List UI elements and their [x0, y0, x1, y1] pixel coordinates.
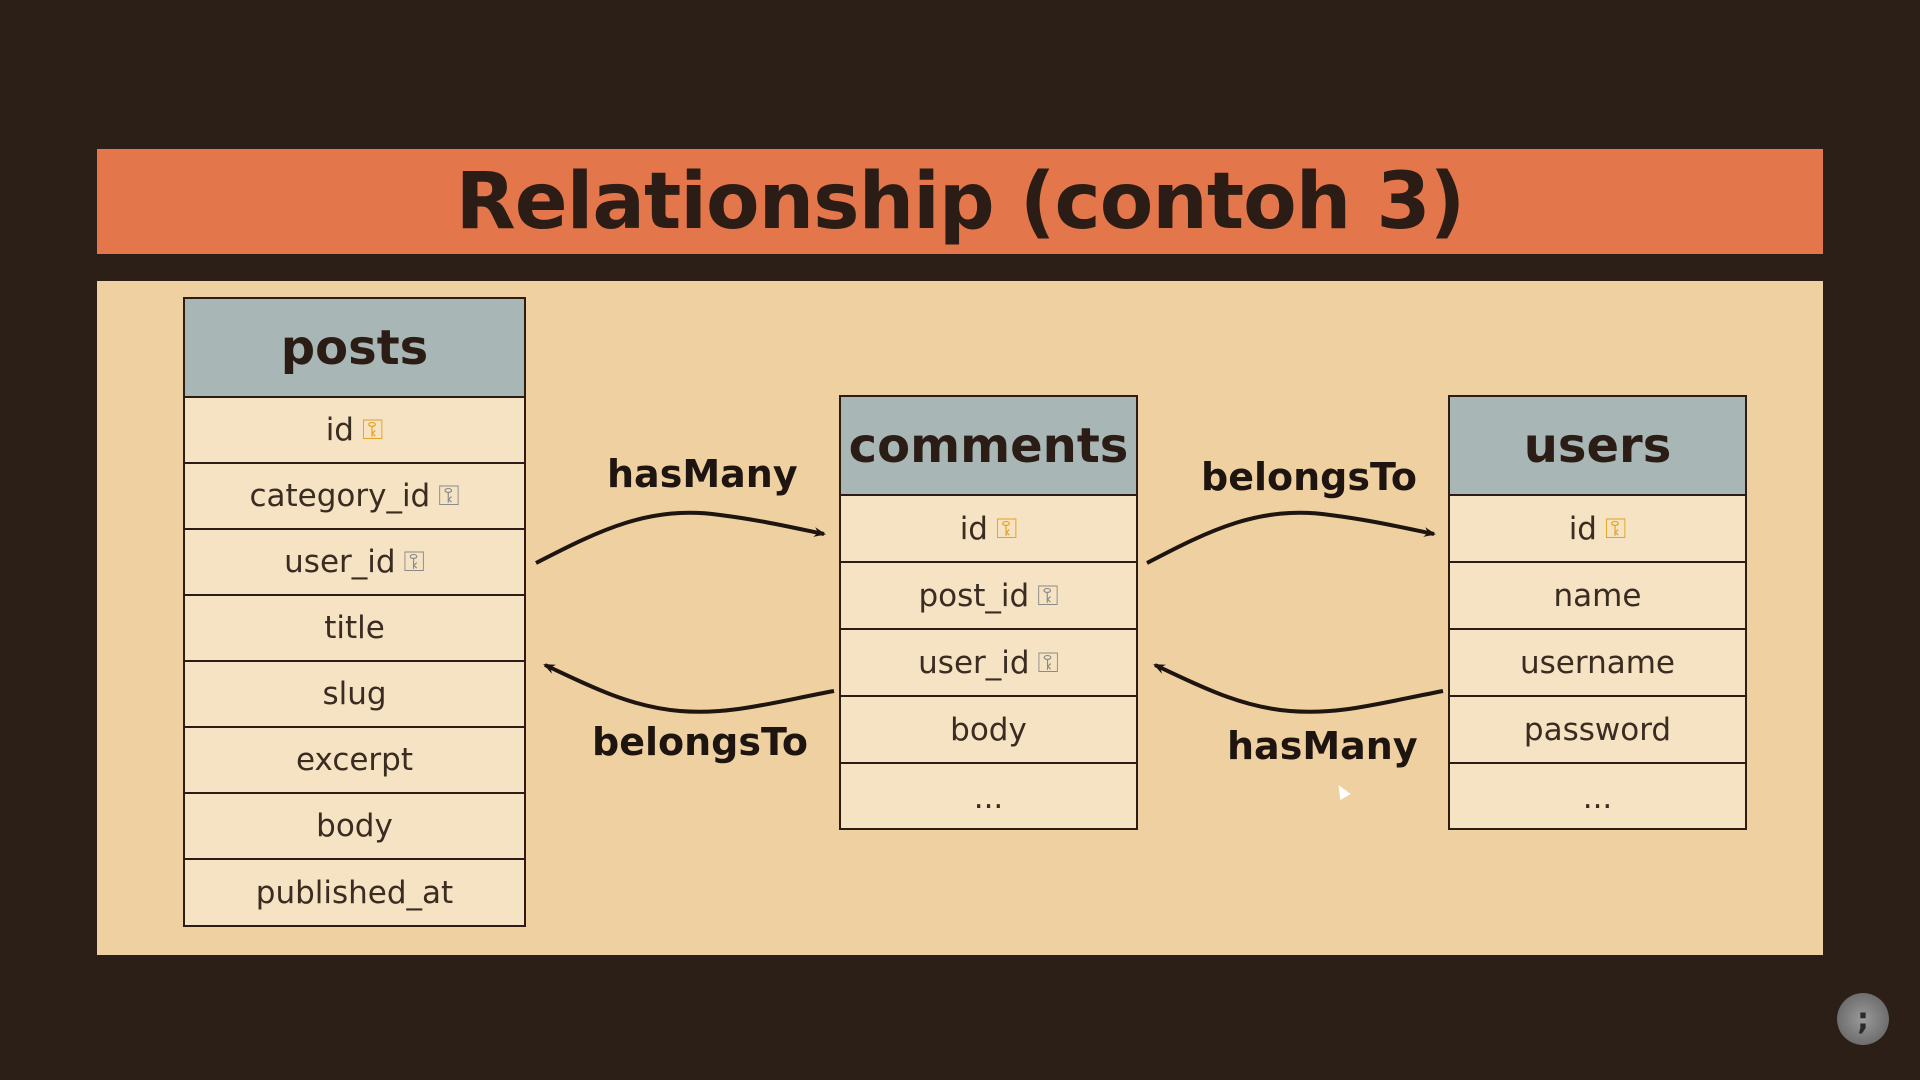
- field-label: category_id: [249, 478, 431, 514]
- field-label: title: [324, 610, 385, 646]
- table-users: users id⚿ name username password...: [1448, 395, 1747, 830]
- key-foreign-icon: ⚿: [403, 545, 425, 578]
- field-label: user_id: [284, 544, 396, 580]
- field-label: user_id: [918, 644, 1030, 681]
- table-comments-fields: id⚿post_id⚿user_id⚿body...: [841, 496, 1136, 831]
- label-posts-hasmany-comments: hasMany: [607, 452, 798, 496]
- slide-title: Relationship (contoh 3): [455, 156, 1466, 247]
- field-label: post_id: [918, 577, 1030, 614]
- table-posts-field-row: user_id⚿: [185, 530, 524, 596]
- field-label: published_at: [255, 875, 454, 911]
- table-posts-field-row: id⚿: [185, 398, 524, 464]
- field-label: id: [1568, 510, 1597, 547]
- key-primary-icon: ⚿: [1604, 511, 1627, 545]
- table-posts-field-row: title: [185, 596, 524, 662]
- label-comments-belongsto-posts: belongsTo: [592, 720, 808, 764]
- table-comments-field-row: post_id⚿: [841, 563, 1136, 630]
- label-comments-belongsto-users: belongsTo: [1201, 455, 1417, 499]
- field-label: body: [950, 711, 1027, 748]
- table-users-field-row: username: [1450, 630, 1745, 697]
- table-posts-field-row: published_at: [185, 860, 524, 926]
- field-label: slug: [322, 676, 387, 712]
- key-foreign-icon: ⚿: [438, 479, 460, 512]
- table-posts-field-row: slug: [185, 662, 524, 728]
- table-comments: comments id⚿post_id⚿user_id⚿body...: [839, 395, 1138, 830]
- key-foreign-icon: ⚿: [1037, 578, 1059, 612]
- table-posts-header: posts: [185, 299, 524, 398]
- table-posts-field-row: excerpt: [185, 728, 524, 794]
- table-comments-field-row: user_id⚿: [841, 630, 1136, 697]
- table-users-field-row: id⚿: [1450, 496, 1745, 563]
- field-label: id: [325, 412, 354, 448]
- field-label: username: [1520, 644, 1675, 681]
- table-users-header: users: [1450, 397, 1745, 496]
- field-label: name: [1553, 577, 1642, 614]
- table-users-field-row: ...: [1450, 764, 1745, 831]
- field-label: password: [1523, 711, 1672, 748]
- table-users-fields: id⚿ name username password...: [1450, 496, 1745, 831]
- field-label: ...: [973, 779, 1004, 816]
- field-label: body: [316, 808, 393, 844]
- table-posts-field-row: body: [185, 794, 524, 860]
- table-comments-field-row: id⚿: [841, 496, 1136, 563]
- table-users-field-row: name: [1450, 563, 1745, 630]
- channel-logo-icon: ;: [1837, 993, 1889, 1045]
- field-label: excerpt: [295, 742, 414, 778]
- table-comments-field-row: ...: [841, 764, 1136, 831]
- table-comments-header: comments: [841, 397, 1136, 496]
- table-users-field-row: password: [1450, 697, 1745, 764]
- field-label: id: [959, 510, 988, 547]
- title-bar: Relationship (contoh 3): [97, 149, 1823, 254]
- key-foreign-icon: ⚿: [1037, 645, 1059, 679]
- table-posts-field-row: category_id⚿: [185, 464, 524, 530]
- key-primary-icon: ⚿: [361, 413, 384, 446]
- label-users-hasmany-comments: hasMany: [1227, 724, 1418, 768]
- table-comments-field-row: body: [841, 697, 1136, 764]
- key-primary-icon: ⚿: [995, 511, 1018, 545]
- field-label: ...: [1582, 779, 1613, 816]
